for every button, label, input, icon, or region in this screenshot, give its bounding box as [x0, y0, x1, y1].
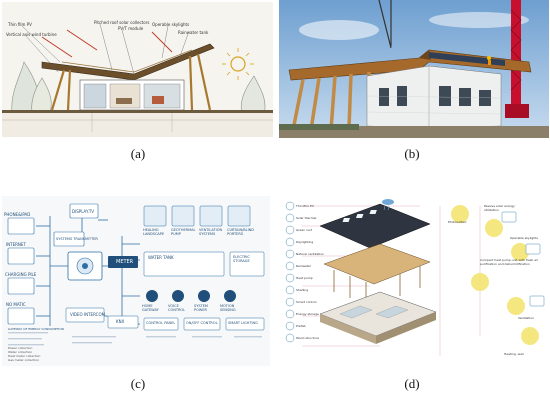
bottom-box-label: KNX: [116, 319, 125, 324]
callout-label: PV/T module: [118, 26, 144, 31]
right-label: Photovoltaic: [448, 220, 467, 224]
callout-label: Operable skylights: [152, 22, 190, 27]
legend-icons: [285, 201, 295, 343]
caption-a: (a): [130, 146, 146, 161]
bottom-box-label: SMART LIGHTING: [228, 321, 258, 325]
left-device-label: PHONE&IPAD: [4, 212, 31, 217]
timber-frame-layer: [323, 243, 431, 304]
legend-label: Shading: [296, 288, 309, 292]
legend-label: Wood structure: [296, 336, 319, 340]
legend-label: Green roof: [296, 228, 312, 232]
right-label: Heating, wall: [504, 352, 524, 356]
mid-box-label: SYSTEM POWER: [194, 304, 208, 312]
bottom-note: Heat meter collection: [8, 354, 41, 358]
axonometric-illustration: [285, 199, 545, 356]
caption-b: (b): [404, 146, 420, 161]
central-hub: [67, 251, 103, 281]
module-title: VENTILATION SYSTEMS: [199, 228, 223, 236]
left-device-label: NO MATIC: [6, 302, 26, 307]
module-icons-mid: [146, 290, 236, 302]
legend-label: Solar thermal: [296, 216, 317, 220]
module-icons-top: [143, 205, 251, 227]
bottom-note: GATEWAY OF ENERGY CONSUMPTION: [8, 327, 64, 331]
panel-c-system-diagram: PHONE&IPAD INTERNET CHARGING PILE NO MAT…: [2, 196, 270, 366]
legend-label: Natural ventilation: [296, 252, 324, 256]
meter-label: METER: [116, 259, 134, 265]
rain-cloud-icon: [382, 199, 394, 211]
crane-right: [505, 0, 529, 118]
bottom-note: Water collection: [8, 350, 33, 354]
legend-label: Thin film PV: [296, 204, 314, 208]
legend-label: Prefab: [296, 324, 306, 328]
callout-label: Pitched roof solar collectors: [94, 20, 150, 25]
module-title: HEALING LANDSCAPE: [143, 228, 165, 236]
tree-right-illustration: [240, 75, 266, 115]
legend-label: Energy storage: [296, 312, 319, 316]
mid-box-label: HOME GATEWAY: [142, 304, 159, 312]
roof-pv-layer: [319, 203, 431, 249]
mid-box-label: VOICE CONTROL: [168, 304, 186, 312]
sun-icon: [222, 48, 254, 80]
caption-c: (c): [130, 376, 146, 391]
callout-label: Thin film PV: [8, 22, 32, 27]
worker-figure: [487, 56, 491, 60]
right-label: Operable skylights: [510, 236, 538, 240]
legend-label: Heat pump: [296, 276, 313, 280]
building-body: [366, 65, 502, 129]
construction-photo-illustration: [279, 0, 549, 138]
floor-plan-layer: [319, 291, 437, 344]
bottom-note: Gas meter collection: [8, 358, 40, 362]
tree-left-illustration: [11, 61, 52, 113]
callout-label: Vertical axis wind turbine: [6, 32, 57, 37]
right-label: Ventilation: [518, 316, 534, 320]
electric-storage-label: ELECTRIC STORAGE: [233, 255, 250, 263]
display-tv-label: DISPLAY.TV: [72, 209, 95, 214]
legend-label: Smart control: [296, 300, 317, 304]
left-device-label: CHARGING PILE: [5, 272, 37, 277]
transmitter-label: SYSTEMS TRANSMITTER: [56, 237, 98, 241]
bottom-note: Power collection: [8, 346, 33, 350]
caption-d: (d): [404, 376, 420, 391]
module-title: CURTAIN/BLIND PORTERS: [227, 228, 254, 236]
module-title: GEOTHERMAL PUMP: [171, 228, 196, 236]
panel-b-construction-photo: [279, 0, 549, 138]
sun-path-circles: [451, 205, 539, 345]
mid-box-label: MOTION SENSING: [220, 304, 236, 312]
left-device-label: INTERNET: [6, 242, 26, 247]
airflow-arrows: [41, 29, 173, 58]
panel-d-exploded-axonometric: Thin film PV Solar thermal Green roof Da…: [280, 196, 548, 366]
timber-columns: [50, 53, 212, 111]
legend-label: Daylighting: [296, 240, 314, 244]
wooden-roof: [288, 49, 532, 81]
callout-label: Rainwater tank: [178, 30, 209, 35]
building-section: [79, 79, 185, 111]
bottom-box-label: ON/OFF CONTROL: [186, 321, 218, 325]
water-tank-label: WATER TANK: [148, 255, 174, 260]
panel-a-section-drawing: Pitched roof solar collectors Thin film …: [2, 2, 273, 137]
legend-label: Rainwater: [296, 264, 312, 268]
section-drawing-illustration: [2, 2, 273, 137]
video-intercom-label: VIDEO INTERCOM: [70, 312, 106, 317]
crane-left: [378, 0, 392, 49]
bottom-box-label: CONTROL PANEL: [146, 321, 176, 325]
right-label: Compact heat pump unit with fresh air pu…: [480, 258, 539, 266]
right-label: Passive solar energy utilization: [484, 204, 515, 212]
system-diagram-illustration: [7, 203, 265, 346]
